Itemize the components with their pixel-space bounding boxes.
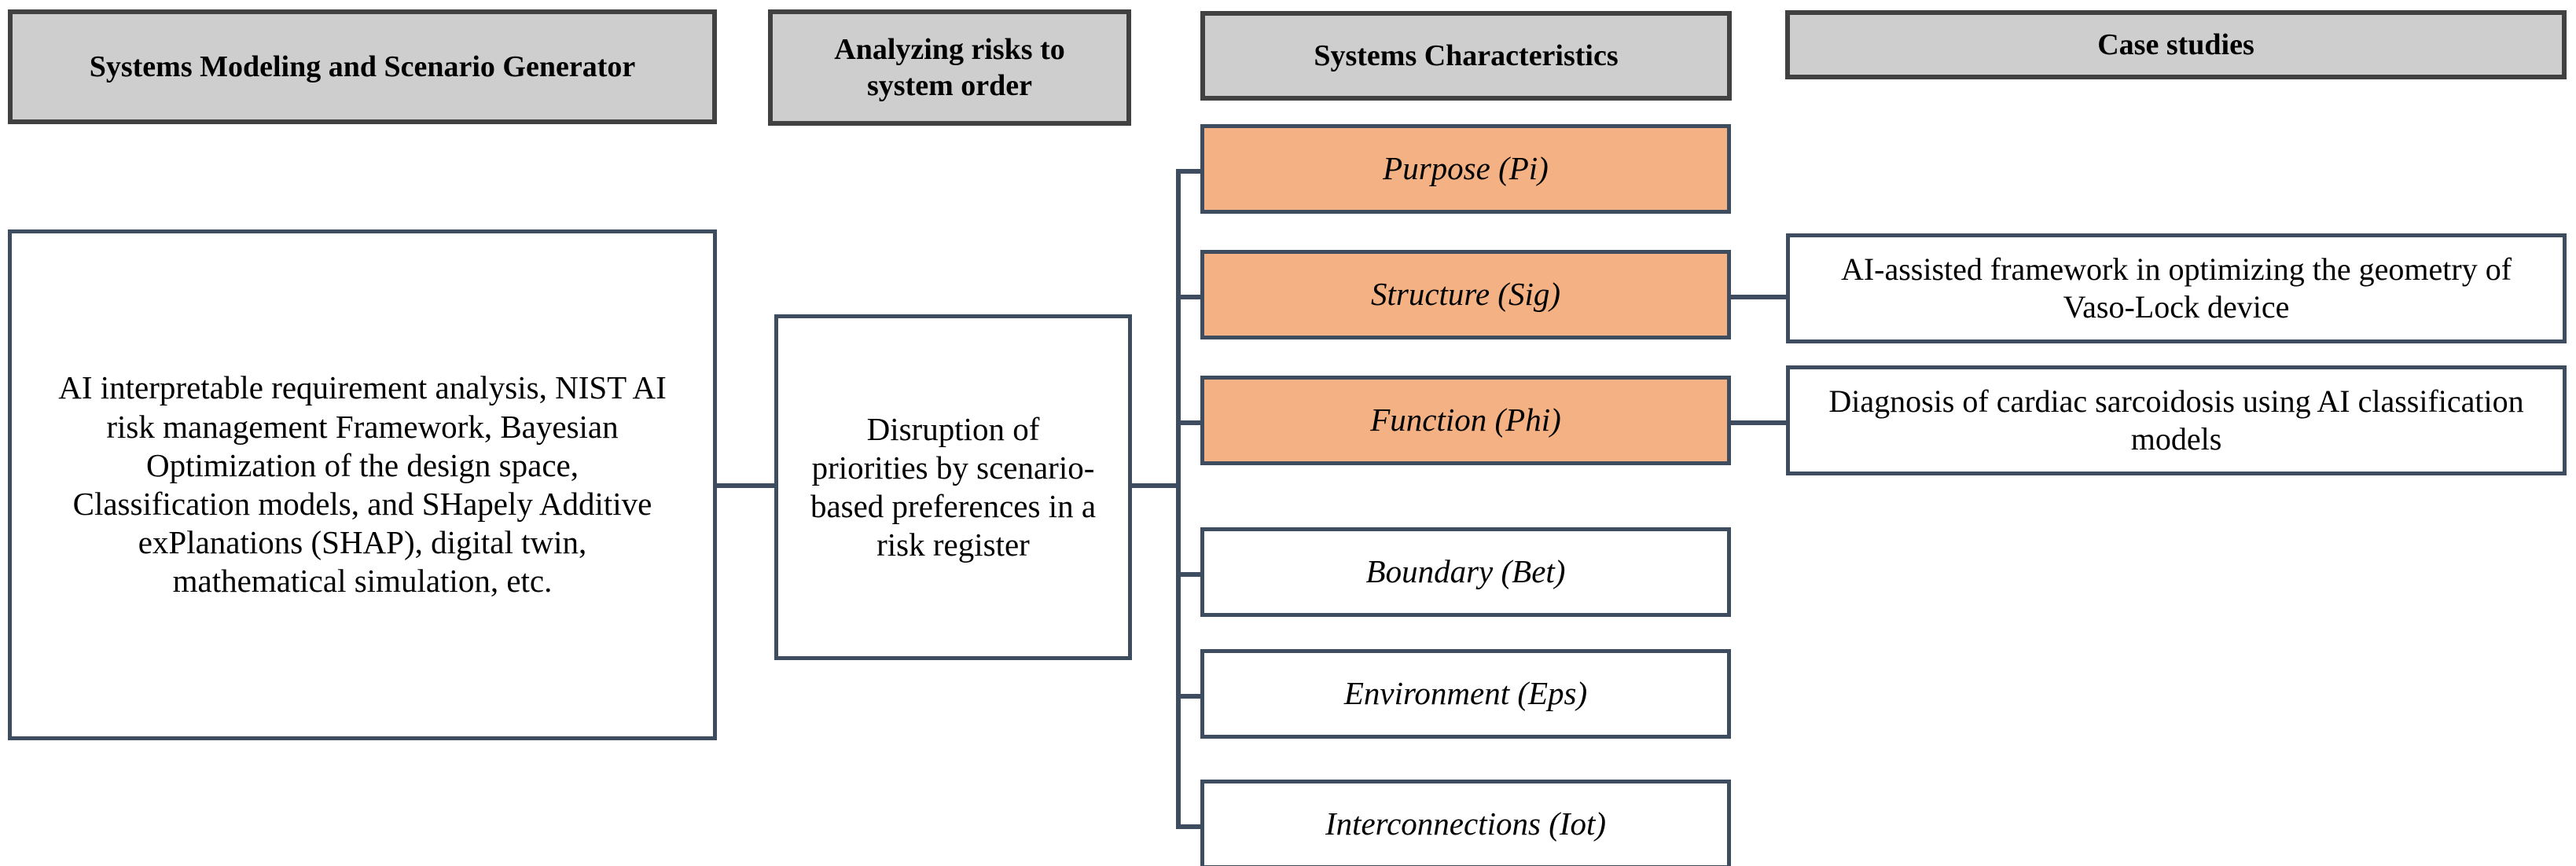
header-case-studies-label: Case studies <box>2097 28 2254 61</box>
case-study-box-2[interactable]: Diagnosis of cardiac sarcoidosis using A… <box>1786 365 2567 475</box>
connector-branch-structure <box>1176 295 1204 299</box>
characteristic-box-purpose[interactable]: Purpose (Pi) <box>1200 124 1731 214</box>
characteristic-label-environment: Environment (Eps) <box>1343 675 1588 712</box>
header-systems-characteristics-label: Systems Characteristics <box>1314 39 1619 72</box>
characteristic-label-boundary: Boundary (Bet) <box>1365 553 1566 590</box>
risk-register-box[interactable]: Disruption of priorities by scenario-bas… <box>774 314 1132 660</box>
methods-box[interactable]: AI interpretable requirement analysis, N… <box>8 229 717 740</box>
characteristic-label-purpose: Purpose (Pi) <box>1383 150 1549 187</box>
methods-box-text: AI interpretable requirement analysis, N… <box>58 369 667 600</box>
characteristic-box-environment[interactable]: Environment (Eps) <box>1200 649 1731 739</box>
connector-branch-purpose <box>1176 169 1204 174</box>
header-systems-characteristics: Systems Characteristics <box>1200 11 1732 101</box>
header-systems-modeling: Systems Modeling and Scenario Generator <box>8 9 717 124</box>
case-study-label-1: AI-assisted framework in optimizing the … <box>1840 251 2512 325</box>
characteristic-label-interconnections: Interconnections (Iot) <box>1325 805 1607 842</box>
characteristic-box-function[interactable]: Function (Phi) <box>1200 376 1731 465</box>
connector-branch-interconnections <box>1176 824 1204 829</box>
characteristic-label-structure: Structure (Sig) <box>1370 276 1560 313</box>
connector-methods-to-risk <box>714 483 778 488</box>
characteristic-box-boundary[interactable]: Boundary (Bet) <box>1200 527 1731 617</box>
connector-characteristics-trunk <box>1176 169 1181 829</box>
connector-branch-function <box>1176 420 1204 425</box>
characteristic-box-interconnections[interactable]: Interconnections (Iot) <box>1200 780 1731 866</box>
characteristic-label-function: Function (Phi) <box>1370 402 1561 439</box>
connector-branch-boundary <box>1176 572 1204 577</box>
header-case-studies: Case studies <box>1785 10 2567 79</box>
connector-structure-to-case-1 <box>1728 295 1791 299</box>
header-systems-modeling-label: Systems Modeling and Scenario Generator <box>89 50 636 83</box>
risk-register-box-text: Disruption of priorities by scenario-bas… <box>810 410 1097 563</box>
header-analyzing-risks: Analyzing risks to system order <box>768 9 1131 126</box>
connector-function-to-case-2 <box>1728 420 1791 425</box>
header-analyzing-risks-label: Analyzing risks to system order <box>834 32 1065 102</box>
characteristic-box-structure[interactable]: Structure (Sig) <box>1200 250 1731 339</box>
case-study-label-2: Diagnosis of cardiac sarcoidosis using A… <box>1828 383 2524 457</box>
connector-risk-to-trunk <box>1129 483 1181 488</box>
case-study-box-1[interactable]: AI-assisted framework in optimizing the … <box>1786 233 2567 343</box>
connector-branch-environment <box>1176 694 1204 699</box>
